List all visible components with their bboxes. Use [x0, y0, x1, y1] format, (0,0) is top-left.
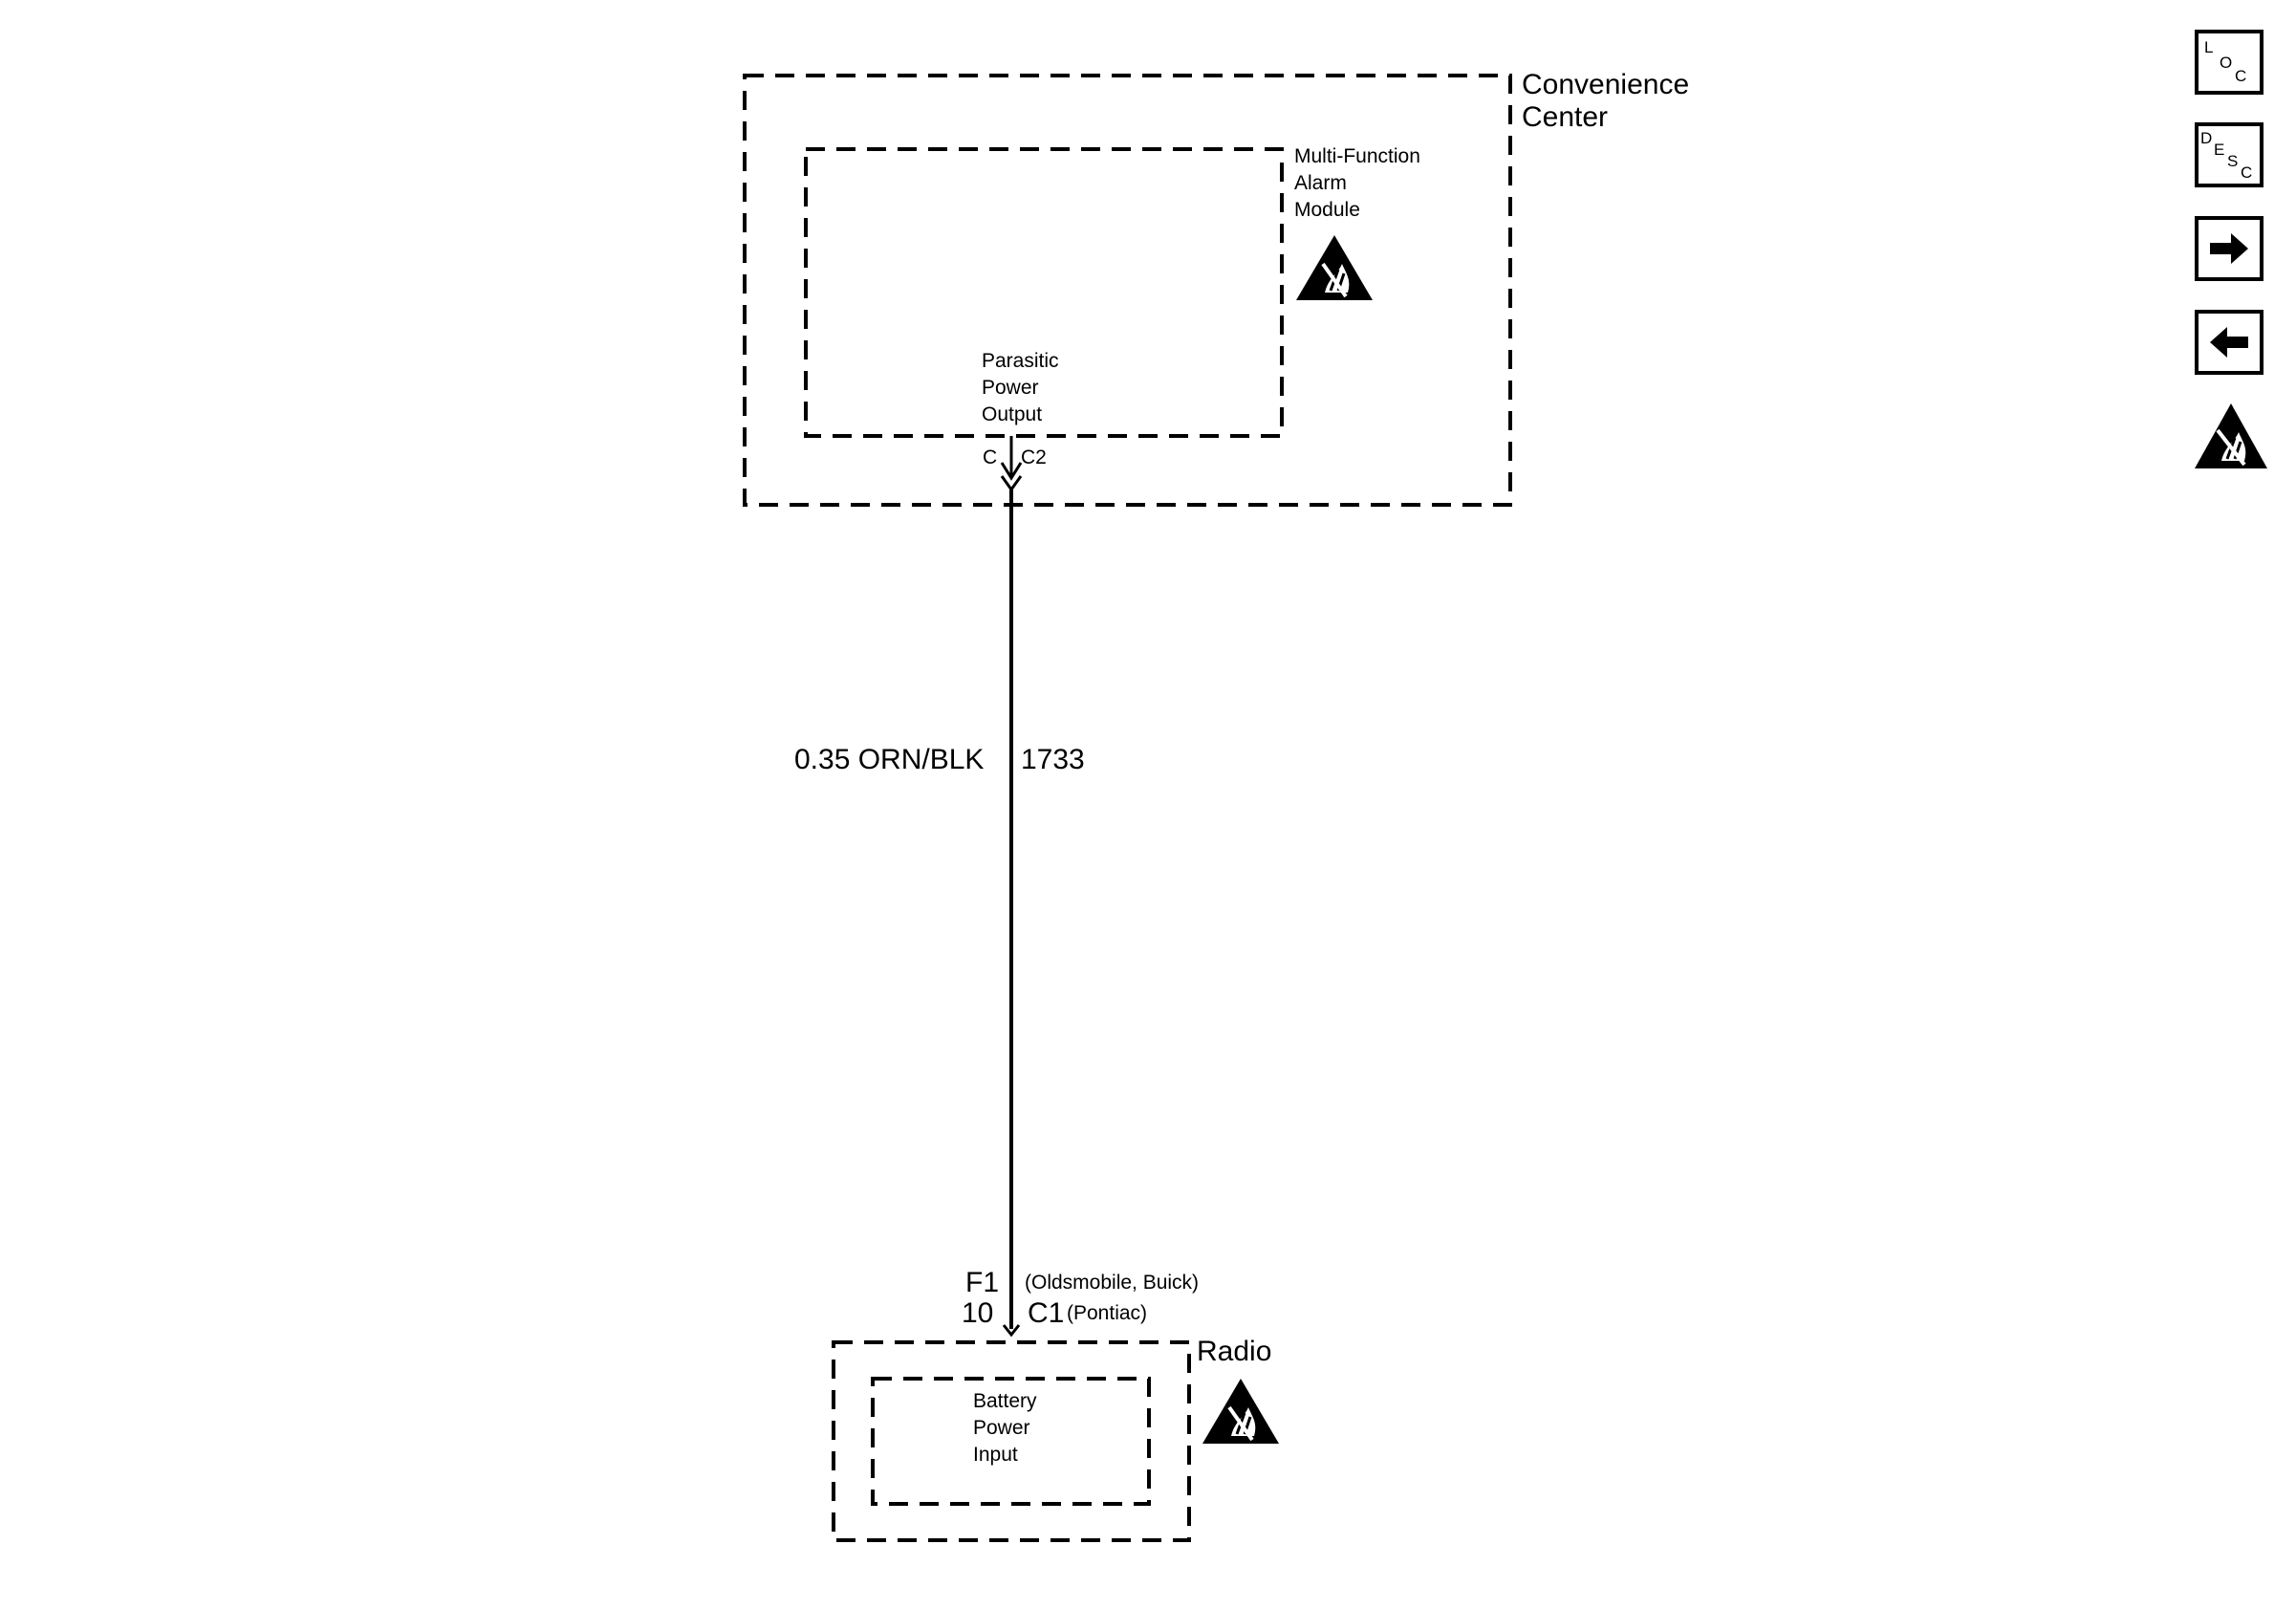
circuit-number-label: 1733 [1021, 744, 1085, 775]
pin-f1-label: F1 [965, 1267, 1000, 1298]
previous-page-button[interactable] [2195, 310, 2264, 375]
svg-text:L: L [2204, 38, 2213, 56]
alarm-module-box [804, 147, 1284, 438]
convenience-center-box [743, 74, 1512, 507]
connector-c2-symbol [1000, 436, 1023, 492]
esd-icon [1294, 233, 1375, 302]
radio-label: Radio [1197, 1336, 1272, 1367]
svg-text:O: O [2220, 54, 2232, 72]
esd-sensitive-icon [2195, 403, 2267, 468]
parasitic-power-output-label: Parasitic Power Output [982, 350, 1059, 425]
svg-text:E: E [2214, 141, 2224, 159]
connector-c2-label: C2 [1021, 446, 1047, 468]
svg-text:C: C [2241, 163, 2252, 182]
next-page-button[interactable] [2195, 216, 2264, 281]
esd-info-button[interactable] [2193, 402, 2269, 470]
loc-icon: L O C [2195, 30, 2264, 95]
connector-c1-symbol [1002, 1324, 1021, 1338]
oldsmobile-buick-note: (Oldsmobile, Buick) [1025, 1272, 1200, 1294]
desc-icon: D E S C [2195, 122, 2264, 187]
svg-text:S: S [2227, 152, 2238, 170]
arrow-left-icon [2195, 310, 2264, 375]
arrow-right-icon [2195, 216, 2264, 281]
location-button[interactable]: L O C [2195, 30, 2264, 95]
svg-text:D: D [2200, 129, 2212, 147]
convenience-center-label: Convenience Center [1522, 69, 1690, 133]
pin-c-label: C [983, 446, 998, 468]
battery-power-input-label: Battery Power Input [973, 1390, 1037, 1466]
svg-text:C: C [2235, 67, 2246, 85]
alarm-module-label: Multi-Function Alarm Module [1294, 145, 1420, 221]
connector-c1-label: C1 [1028, 1297, 1065, 1329]
pontiac-note: (Pontiac) [1067, 1302, 1148, 1324]
esd-icon [1201, 1377, 1281, 1446]
wire-gauge-color-label: 0.35 ORN/BLK [794, 744, 985, 775]
pin-10-label: 10 [962, 1297, 994, 1329]
description-button[interactable]: D E S C [2195, 122, 2264, 187]
battery-power-input-box [871, 1377, 1151, 1506]
